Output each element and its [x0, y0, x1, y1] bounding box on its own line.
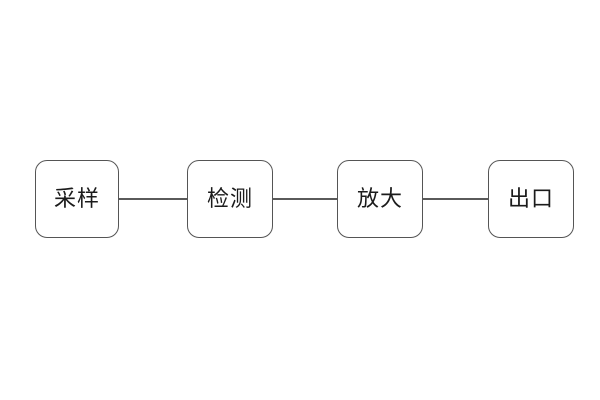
flow-node-detection: 检测 [187, 160, 273, 238]
flow-node-outlet: 出口 [488, 160, 574, 238]
flow-node-sampling: 采样 [35, 160, 119, 238]
node-label-sampling: 采样 [53, 186, 100, 211]
connector-detection-amplify [273, 198, 337, 200]
node-label-outlet: 出口 [507, 186, 554, 211]
connector-sampling-detection [119, 198, 187, 200]
node-label-amplify: 放大 [356, 186, 403, 211]
connector-amplify-outlet [423, 198, 488, 200]
node-label-detection: 检测 [206, 186, 253, 211]
flow-node-amplify: 放大 [337, 160, 423, 238]
